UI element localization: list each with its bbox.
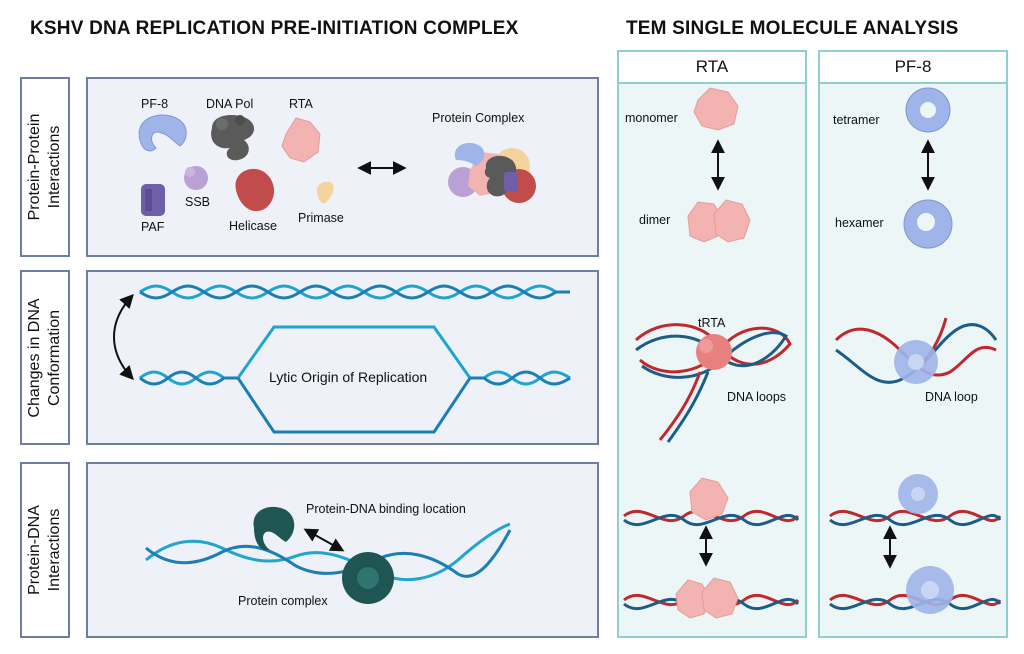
pf8-dna-bound-hexamer	[829, 566, 1002, 614]
conformation-arrow	[113, 293, 134, 381]
protein-complex-label: Protein Complex	[432, 111, 525, 125]
binding-arrow	[303, 528, 345, 552]
primase-protein-icon	[316, 181, 334, 204]
pf8-dna-loop-diagram	[834, 317, 998, 384]
rta-dimer-icon	[687, 199, 751, 243]
lytic-origin-label: Lytic Origin of Replication	[269, 369, 428, 385]
binding-location-label: Protein-DNA binding location	[306, 502, 466, 516]
panel-dna-conformation	[86, 270, 599, 445]
rta-protein-icon	[281, 117, 321, 163]
pf8-tetramer-icon	[905, 87, 951, 133]
protein-dna-helix	[145, 522, 512, 582]
pf8-tetramer-label: tetramer	[833, 113, 880, 127]
pf8-dna-bound-tetramer	[829, 474, 1002, 527]
rta-dna-loops-label: DNA loops	[727, 390, 787, 404]
paf-label: PAF	[141, 220, 165, 234]
paf-protein-icon	[141, 184, 165, 216]
ssb-label: SSB	[185, 195, 211, 209]
primase-label: Primase	[298, 211, 344, 225]
rta-dimer-label: dimer	[639, 213, 671, 227]
protein-complex-dna-label: Protein complex	[238, 594, 328, 608]
right-title: TEM SINGLE MOLECULE ANALYSIS	[626, 18, 959, 39]
rta-dna-bound-dimer	[623, 577, 800, 619]
pf8-hexamer-icon	[903, 199, 953, 249]
pf8-label: PF-8	[141, 97, 169, 111]
rta-dna-loops-diagram	[634, 323, 792, 443]
column-header-pf8: PF-8	[820, 52, 1006, 84]
dna-pol-protein-icon	[211, 115, 255, 161]
rta-dna-bound-monomer	[623, 477, 800, 527]
left-title: KSHV DNA REPLICATION PRE-INITIATION COMP…	[30, 18, 519, 39]
trta-label: tRTA	[698, 316, 726, 330]
pf8-hexamer-label: hexamer	[835, 216, 884, 230]
helicase-label: Helicase	[229, 219, 277, 233]
protein-complex-icon	[448, 142, 536, 203]
pf8-protein-icon	[138, 114, 187, 152]
ssb-protein-icon	[184, 166, 208, 190]
rta-monomer-icon	[693, 87, 739, 131]
rta-label: RTA	[289, 97, 313, 111]
pf8-dna-loop-label: DNA loop	[925, 390, 978, 404]
straight-dna-helix	[139, 284, 570, 300]
rta-monomer-label: monomer	[625, 111, 678, 125]
dna-pol-label: DNA Pol	[206, 97, 254, 111]
column-header-rta: RTA	[619, 52, 805, 84]
protein-complex-dna-icon	[253, 506, 394, 604]
bubbled-dna-helix	[139, 325, 571, 434]
helicase-protein-icon	[235, 168, 275, 212]
